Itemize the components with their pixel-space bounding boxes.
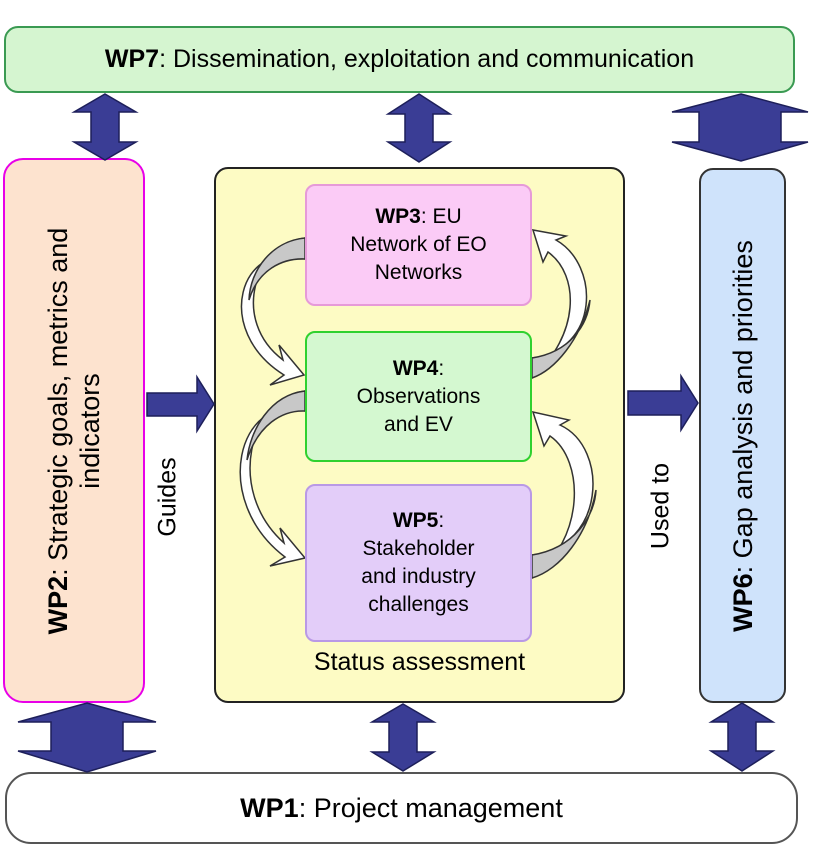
arrow-used-to bbox=[627, 373, 699, 433]
wp3-box: WP3: EU Network of EO Networks bbox=[305, 184, 532, 306]
wp5-line4: challenges bbox=[368, 593, 469, 616]
double-arrow-status-wp1 bbox=[369, 703, 437, 772]
wp7-id: WP7 bbox=[104, 45, 160, 73]
wp1-box: WP1: Project management bbox=[5, 772, 798, 844]
curved-arrow-wp4-wp3 bbox=[531, 229, 588, 380]
wp5-line2: Stakeholder bbox=[362, 537, 475, 560]
double-arrow-wp7-status bbox=[385, 93, 453, 163]
wp3-line1: : EU bbox=[420, 205, 462, 228]
double-arrow-wp7-wp2 bbox=[71, 93, 139, 161]
wp3-line2: Network of EO bbox=[350, 233, 487, 256]
curved-arrow-wp5-wp4-shade bbox=[531, 489, 597, 579]
wp4-id: WP4 bbox=[392, 356, 439, 380]
wp6-box: WP6: Gap analysis and priorities bbox=[699, 168, 786, 703]
wp5-line3: and industry bbox=[361, 565, 476, 588]
wp4-box: WP4: Observations and EV bbox=[305, 331, 532, 462]
wp2-box: WP2: Strategic goals, metrics and indica… bbox=[3, 158, 145, 703]
wp1-title: WP1: Project management bbox=[240, 793, 563, 824]
wp4-line3: and EV bbox=[384, 412, 453, 436]
curved-arrow-wp5-wp4 bbox=[531, 410, 594, 580]
wp4-line1: : bbox=[438, 356, 445, 380]
double-arrow-wp7-wp6 bbox=[671, 93, 809, 162]
wp5-id: WP5 bbox=[392, 509, 439, 532]
wp3-line3: Networks bbox=[374, 261, 463, 284]
wp3-title: WP3: EU Network of EO Networks bbox=[350, 203, 487, 287]
double-arrow-wp2-wp1 bbox=[17, 702, 157, 773]
wp1-id: WP1 bbox=[240, 792, 299, 823]
wp4-line2: Observations bbox=[356, 384, 481, 408]
wp4-title: WP4: Observations and EV bbox=[357, 355, 481, 439]
wp5-title: WP5: Stakeholder and industry challenges bbox=[361, 507, 475, 619]
wp5-line1: : bbox=[438, 509, 445, 532]
wp3-id: WP3 bbox=[375, 205, 421, 228]
arrow-guides bbox=[146, 374, 215, 434]
curved-arrow-wp4-wp3-shade bbox=[531, 299, 591, 380]
wp1-text: : Project management bbox=[298, 792, 563, 823]
wp7-text: : Dissemination, exploitation and commun… bbox=[159, 45, 695, 73]
curved-arrow-wp3-wp4-shade bbox=[248, 237, 306, 301]
status-assessment-label: Status assessment bbox=[313, 648, 526, 676]
curved-arrow-wp4-wp5-shade bbox=[246, 390, 306, 461]
wp7-box: WP7: Dissemination, exploitation and com… bbox=[4, 26, 795, 93]
wp5-box: WP5: Stakeholder and industry challenges bbox=[305, 484, 532, 642]
double-arrow-wp6-wp1 bbox=[708, 702, 776, 772]
wp7-title: WP7: Dissemination, exploitation and com… bbox=[105, 45, 694, 74]
